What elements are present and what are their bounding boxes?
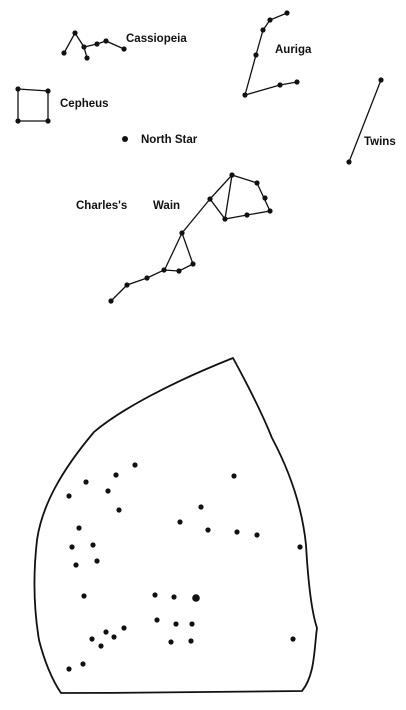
dot [76,525,81,530]
star [108,298,113,303]
star [242,92,247,97]
twins-constellation [346,77,383,164]
star [15,118,20,123]
constellation-map [15,10,383,303]
star [103,38,108,43]
dot [111,634,116,639]
star [294,79,299,84]
dot [152,592,157,597]
dot [154,617,159,622]
star [378,77,383,82]
dot [189,621,194,626]
dot [80,661,85,666]
dot [116,507,121,512]
cassiopeia-constellation [61,30,126,60]
dot [113,472,118,477]
star [179,230,184,235]
dot [73,562,78,567]
star [277,82,282,87]
star [253,52,258,57]
dot [89,636,94,641]
dot [205,527,210,532]
star [254,180,259,185]
star [207,196,212,201]
star [260,27,265,32]
star [94,41,99,46]
dot [132,462,137,467]
dot [231,473,236,478]
charles-wain-constellation [108,172,272,303]
star [244,212,249,217]
star [72,30,77,35]
star [144,275,149,280]
dot [69,544,74,549]
star [61,50,66,55]
star [45,118,50,123]
star [284,10,289,15]
star [161,267,166,272]
dot-large [192,594,200,602]
dot [105,488,110,493]
dot [234,529,239,534]
dot [83,479,88,484]
star [84,55,89,60]
star [267,17,272,22]
label-cepheus: Cepheus [60,98,109,110]
dot [297,544,302,549]
dot [173,621,178,626]
star [15,86,20,91]
star [262,195,267,200]
star [267,208,272,213]
dot [121,625,126,630]
label-charles-wain-part2: Wain [153,200,180,212]
star [346,159,351,164]
stone-outline [35,358,317,693]
cepheus-constellation [15,86,50,123]
stone-star-map [35,358,317,693]
dot [81,593,86,598]
dot [168,639,173,644]
dot [198,504,203,509]
dot [94,558,99,563]
star [45,88,50,93]
dot [66,493,71,498]
label-charles-wain-part1: Charles's [76,200,127,212]
dot [188,638,193,643]
label-auriga: Auriga [275,44,312,56]
dot [103,629,108,634]
dot [290,636,295,641]
north-star-dot [122,136,128,142]
label-cassiopeia: Cassiopeia [126,33,187,45]
dot [177,519,182,524]
star [81,44,86,49]
star [176,268,181,273]
star [190,261,195,266]
star [229,172,234,177]
star [124,282,129,287]
dot [66,666,71,671]
label-twins: Twins [364,136,396,148]
dot [254,532,259,537]
constellation-labels: Cassiopeia Auriga Cepheus North Star Twi… [60,33,396,212]
dot [90,542,95,547]
star [121,46,126,51]
star [222,216,227,221]
dot [98,643,103,648]
dot [171,594,176,599]
stone-dots [66,462,302,671]
label-north-star: North Star [141,134,198,146]
